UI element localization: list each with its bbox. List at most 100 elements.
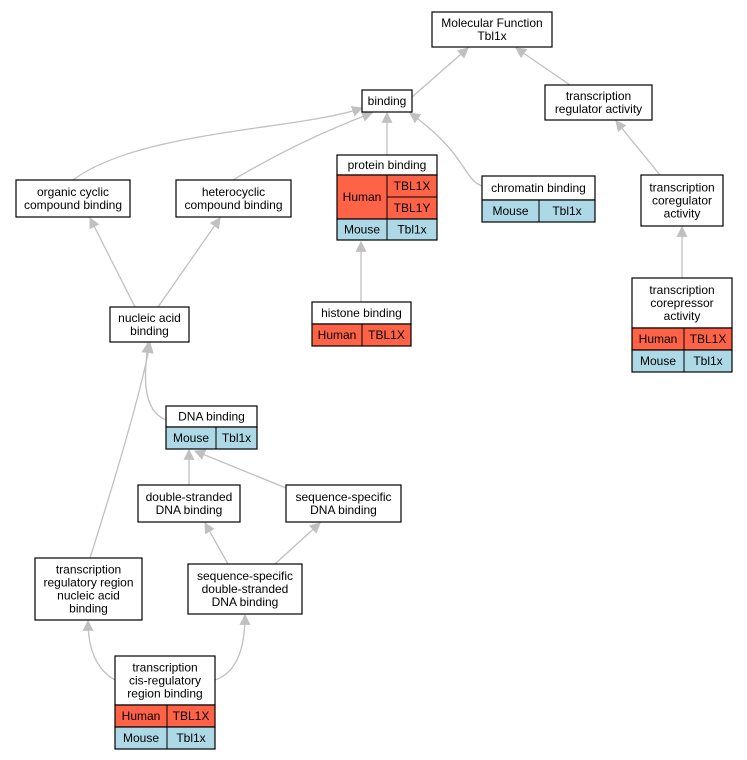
node-label-line: Tbl1x xyxy=(477,29,506,43)
species-name: Mouse xyxy=(173,431,209,445)
node-label-line: compound binding xyxy=(24,198,122,212)
species-name: Human xyxy=(343,190,382,204)
species-row-human: Human TBL1X TBL1Y xyxy=(336,174,438,220)
node-label-line: transcription xyxy=(649,181,714,195)
node-title-box xyxy=(175,179,292,218)
node-label-line: binding xyxy=(368,94,407,108)
edge-nucleic-acid-binding-to-heterocyclic-compound-binding xyxy=(157,217,221,308)
species-row-bg xyxy=(165,426,258,450)
species-name: Mouse xyxy=(123,731,159,745)
node-label-line: double-stranded xyxy=(202,582,289,596)
node-binding[interactable]: binding xyxy=(361,89,413,113)
node-title-box xyxy=(361,89,413,113)
node-label-line: nucleic acid xyxy=(118,311,181,325)
node-title-box xyxy=(34,557,143,621)
node-title-box xyxy=(109,306,190,343)
species-name: Human xyxy=(318,328,357,342)
edge-binding-to-molecular-function xyxy=(411,47,469,98)
node-label-line: sequence-specific xyxy=(197,569,293,583)
node-label-line: corepressor xyxy=(650,296,713,310)
node-label-line: regulatory region xyxy=(43,576,133,590)
node-label-line: compound binding xyxy=(184,198,282,212)
node-label-line: coregulator xyxy=(652,194,712,208)
node-label-line: nucleic acid xyxy=(57,589,120,603)
gene-symbol: Tbl1x xyxy=(693,354,722,368)
node-label-line: heterocyclic xyxy=(202,185,265,199)
gene-symbol: Tbl1x xyxy=(397,223,426,237)
node-label-line: activity xyxy=(664,207,701,221)
species-row-bg xyxy=(114,726,216,750)
species-name: Mouse xyxy=(640,354,676,368)
gene-symbol: TBL1X xyxy=(690,332,727,346)
node-label-line: transcription xyxy=(566,89,631,103)
species-row-mouse: Mouse Tbl1x xyxy=(165,426,258,450)
gene-symbol: TBL1X xyxy=(368,328,405,342)
gene-symbol: Tbl1x xyxy=(552,204,581,218)
gene-symbol: Tbl1x xyxy=(176,731,205,745)
species-name: Mouse xyxy=(344,223,380,237)
edges-layer xyxy=(72,47,688,681)
node-title-box xyxy=(285,484,402,523)
edge-transcription-regulatory-region-nucleic-acid-binding-to-nucleic-acid-binding xyxy=(89,341,154,559)
species-name: Mouse xyxy=(492,204,528,218)
node-label-line: cis-regulatory xyxy=(129,674,201,688)
edge-heterocyclic-compound-binding-to-binding xyxy=(232,111,374,181)
species-row-mouse: Mouse Tbl1x xyxy=(336,218,438,241)
node-label-line: DNA binding xyxy=(178,410,245,424)
edge-sequence-specific-dna-binding-to-dna-binding xyxy=(193,449,287,489)
node-title-box xyxy=(544,84,653,121)
node-label-line: sequence-specific xyxy=(295,490,391,504)
node-title-box xyxy=(187,563,303,615)
edge-transcription-cis-regulatory-region-binding-to-transcription-regulatory-region-nucleic-acid-binding xyxy=(82,619,116,681)
edge-sequence-specific-double-stranded-dna-binding-to-double-stranded-dna-binding xyxy=(204,522,229,565)
edge-chromatin-binding-to-binding xyxy=(409,112,483,187)
node-label-line: binding xyxy=(130,324,169,338)
edge-nucleic-acid-binding-to-organic-cyclic-compound-binding xyxy=(89,217,136,308)
node-label-line: organic cyclic xyxy=(37,185,109,199)
node-label-line: DNA binding xyxy=(156,503,223,517)
edge-dna-binding-to-nucleic-acid-binding xyxy=(141,341,167,421)
gene-symbol: TBL1Y xyxy=(394,201,431,215)
node-title-box xyxy=(481,175,596,201)
species-row-mouse: Mouse Tbl1x xyxy=(631,349,733,373)
edge-transcription-coregulator-activity-to-transcription-regulator-activity xyxy=(615,120,661,176)
node-title-box xyxy=(137,484,241,523)
node-title-box xyxy=(640,174,724,227)
edge-sequence-specific-double-stranded-dna-binding-to-sequence-specific-dna-binding xyxy=(274,522,321,565)
node-label-line: chromatin binding xyxy=(491,181,586,195)
node-label-line: regulator activity xyxy=(555,102,642,116)
gene-symbol: Tbl1x xyxy=(222,431,251,445)
node-label-line: DNA binding xyxy=(212,595,279,609)
node-label-line: protein binding xyxy=(348,158,427,172)
node-title-box xyxy=(631,277,733,329)
species-row-bg xyxy=(631,349,733,373)
node-label-line: binding xyxy=(69,602,108,616)
node-label-line: Molecular Function xyxy=(441,16,542,30)
edge-organic-cyclic-compound-binding-to-binding xyxy=(72,106,364,181)
node-label-line: double-stranded xyxy=(146,490,233,504)
species-row-human: Human TBL1X xyxy=(311,323,412,347)
node-label-line: transcription xyxy=(649,283,714,297)
node-label-line: transcription xyxy=(132,661,197,675)
node-label-line: region binding xyxy=(127,687,202,701)
species-name: Human xyxy=(639,332,678,346)
gene-symbol: TBL1X xyxy=(394,179,431,193)
